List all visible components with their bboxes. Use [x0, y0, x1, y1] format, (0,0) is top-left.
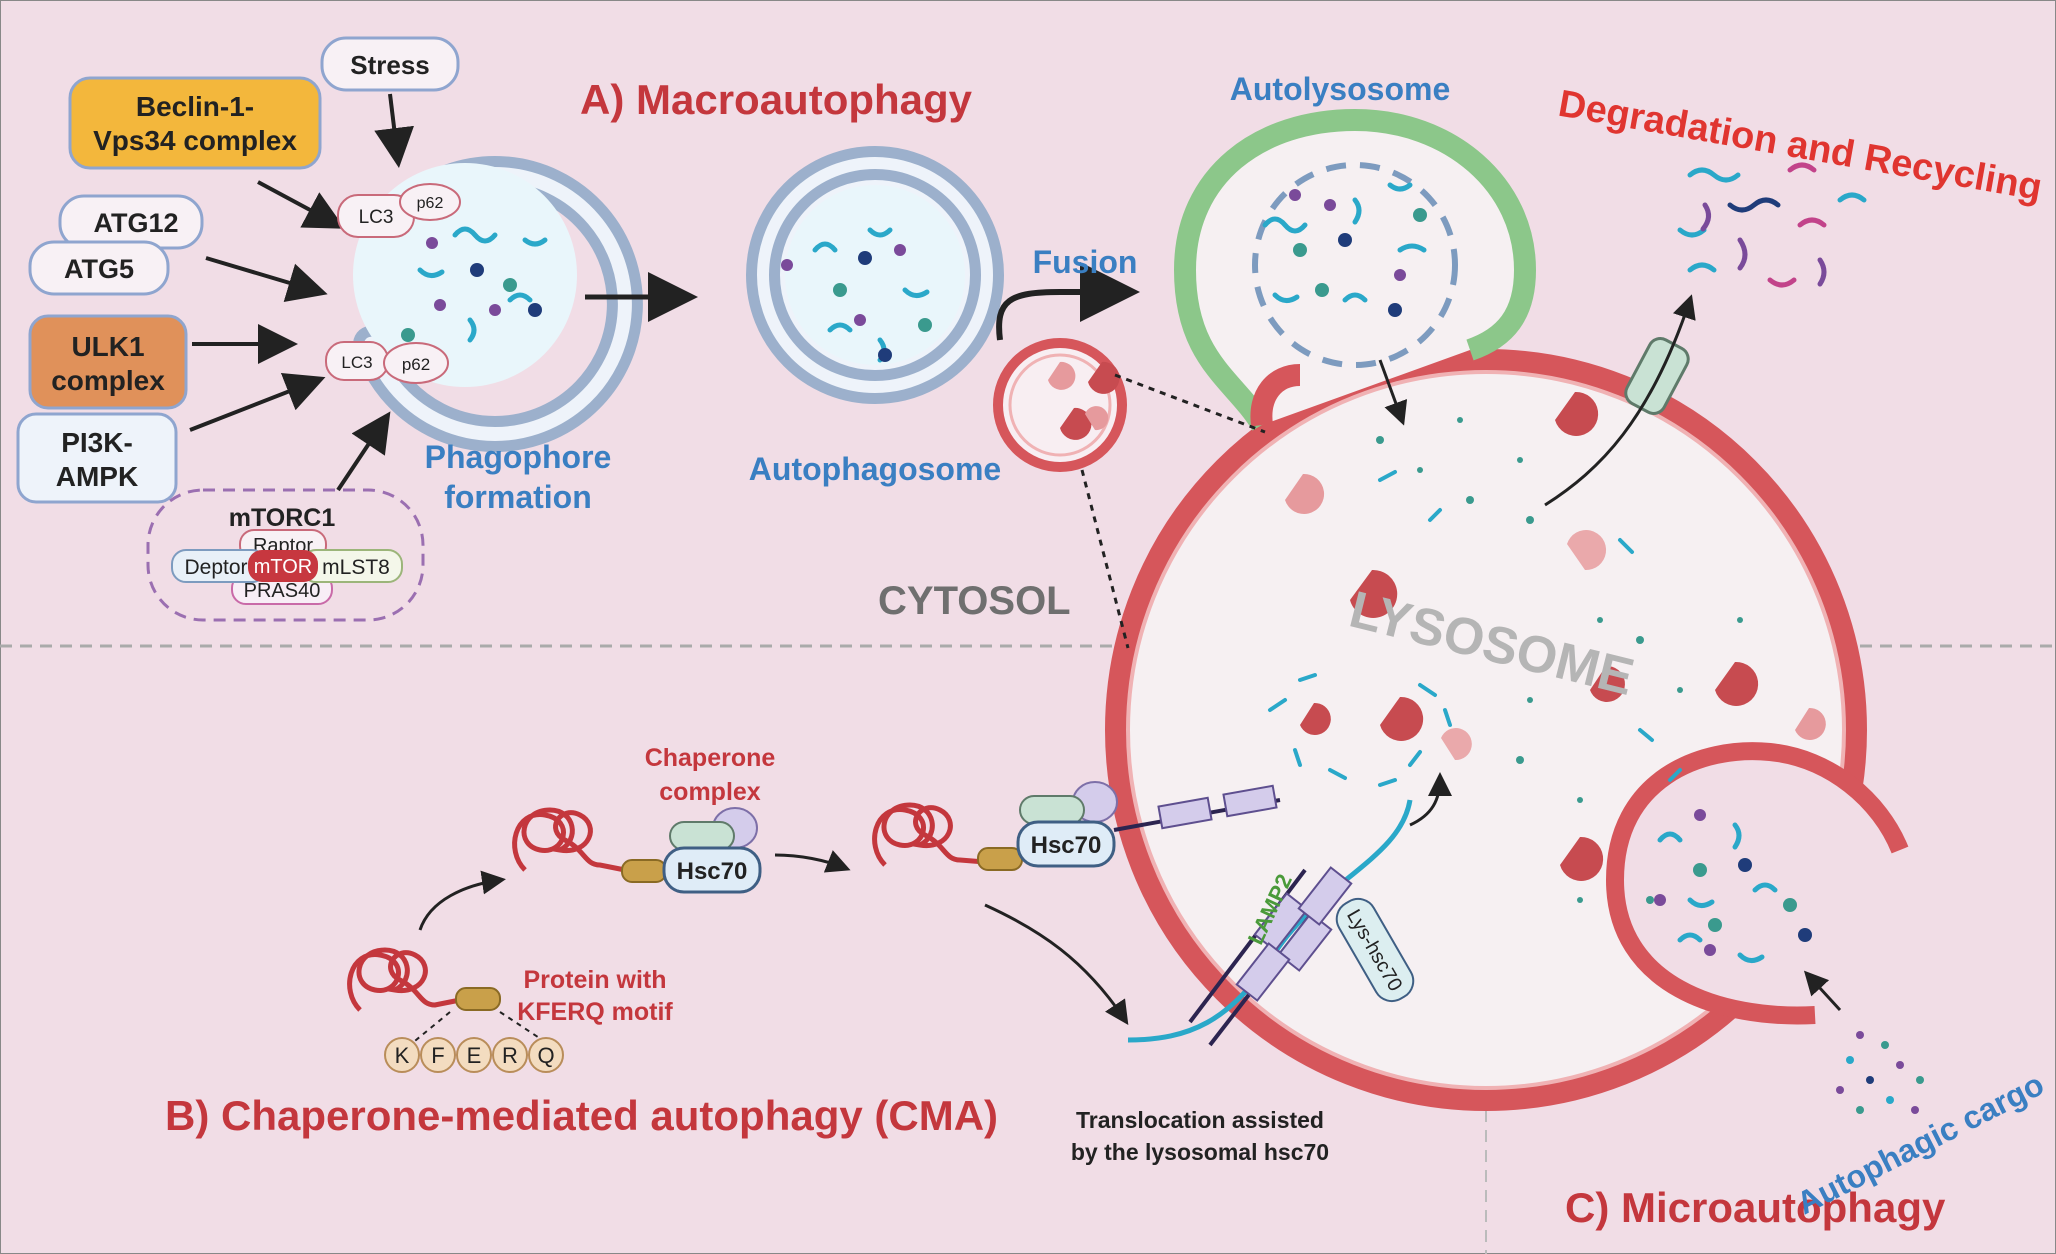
macroautophagy-title: A) Macroautophagy	[580, 76, 973, 123]
autolysosome	[1173, 108, 1537, 431]
stress-label: Stress	[350, 50, 430, 80]
degradation-products	[1677, 162, 1867, 288]
kferq-motif: K F E R Q	[384, 1011, 564, 1073]
ulk1-label-1: ULK1	[71, 331, 144, 362]
mlst8-label: mLST8	[322, 556, 390, 579]
input-arrows	[189, 93, 415, 492]
phagophore-label-2: formation	[444, 479, 592, 515]
vesicle-zoom-line-top	[1114, 373, 1266, 434]
motif-letter-k: K	[395, 1043, 410, 1068]
beclin-label-2: Vps34 complex	[93, 125, 297, 156]
beclin-box: Beclin-1- Vps34 complex	[68, 76, 322, 170]
microautophagy-title: C) Microautophagy	[1565, 1184, 1946, 1231]
motif-letter-f: F	[431, 1043, 444, 1068]
lysosomal-enzymes	[1285, 391, 1826, 881]
hsc70-label-2: Hsc70	[1031, 832, 1102, 859]
microautophagy-invagination	[1605, 742, 1909, 1025]
translocation-label-1: Translocation assisted	[1076, 1107, 1324, 1133]
protein-to-complex-arrow	[418, 870, 506, 931]
chaperone-label-1: Chaperone	[645, 744, 776, 772]
phagophore-label-1: Phagophore	[425, 439, 612, 475]
autolysosome-cargo	[1262, 182, 1427, 303]
p62-label-top: p62	[417, 195, 444, 212]
autophagic-cargo-particles	[1836, 1031, 1924, 1114]
lysosome-debris	[1268, 470, 1682, 787]
ulk1-box: ULK1 complex	[28, 314, 188, 410]
micro-vesicle-cargo	[1657, 822, 1778, 963]
pi3k-label-1: PI3K-	[61, 427, 133, 458]
autophagosome-label: Autophagosome	[749, 451, 1001, 487]
translocation-arrow	[984, 903, 1129, 1025]
lysosome-vesicle	[993, 338, 1127, 472]
atg12-label: ATG12	[93, 208, 178, 238]
beclin-label-1: Beclin-1-	[136, 91, 254, 122]
pi3k-box: PI3K- AMPK	[16, 412, 178, 504]
chaperone-complex-2: Hsc70	[872, 781, 1281, 871]
phagophore-cargo	[417, 226, 548, 343]
stress-box: Stress	[320, 36, 460, 92]
pi3k-label-2: AMPK	[56, 461, 138, 492]
fusion-label: Fusion	[1033, 244, 1138, 280]
pras40-label: PRAS40	[244, 580, 321, 602]
mtorc1-complex: mTORC1 Raptor PRAS40 Deptor mLST8 mTOR	[146, 488, 425, 622]
lc3-label-top: LC3	[359, 207, 394, 228]
cargo-engulf-arrow	[1803, 970, 1842, 1012]
cytosol-label: CYTOSOL	[878, 579, 1071, 623]
atg5-box: ATG5	[28, 240, 170, 296]
hsc70-label-1: Hsc70	[677, 858, 748, 885]
protein-label-1: Protein with	[523, 966, 666, 994]
motif-letter-r: R	[502, 1043, 518, 1068]
complex-to-complex-arrow	[774, 850, 851, 873]
chaperone-label-2: complex	[659, 778, 761, 806]
atg5-label: ATG5	[64, 254, 134, 284]
mtorc1-title: mTORC1	[229, 504, 336, 532]
mtor-label: mTOR	[254, 556, 313, 578]
lamp2-channel	[1127, 799, 1413, 1047]
recycling-arrow	[1544, 294, 1696, 507]
protein-label-2: KFERQ motif	[517, 998, 673, 1026]
deptor-label: Deptor	[184, 556, 247, 579]
p62-label-bottom: p62	[402, 355, 430, 374]
translocation-label-2: by the lysosomal hsc70	[1071, 1139, 1329, 1165]
ulk1-label-2: complex	[51, 365, 165, 396]
autophagosome	[746, 146, 1004, 404]
lc3-p62-top: LC3 p62	[337, 183, 461, 238]
motif-letter-e: E	[467, 1043, 482, 1068]
motif-letter-q: Q	[537, 1043, 554, 1068]
kferq-protein	[347, 947, 501, 1012]
autolysosome-release-arrow	[1378, 359, 1408, 426]
lysosome-entry-arrow	[1409, 772, 1452, 827]
lc3-p62-bottom: LC3 p62	[325, 341, 449, 384]
atg12-box: ATG12	[58, 194, 204, 250]
cma-title: B) Chaperone-mediated autophagy (CMA)	[165, 1092, 998, 1139]
fusion-arrow	[996, 262, 1140, 341]
lc3-label-bottom: LC3	[341, 353, 372, 372]
chaperone-complex-1: Hsc70	[512, 807, 762, 894]
autolysosome-label: Autolysosome	[1230, 71, 1450, 107]
